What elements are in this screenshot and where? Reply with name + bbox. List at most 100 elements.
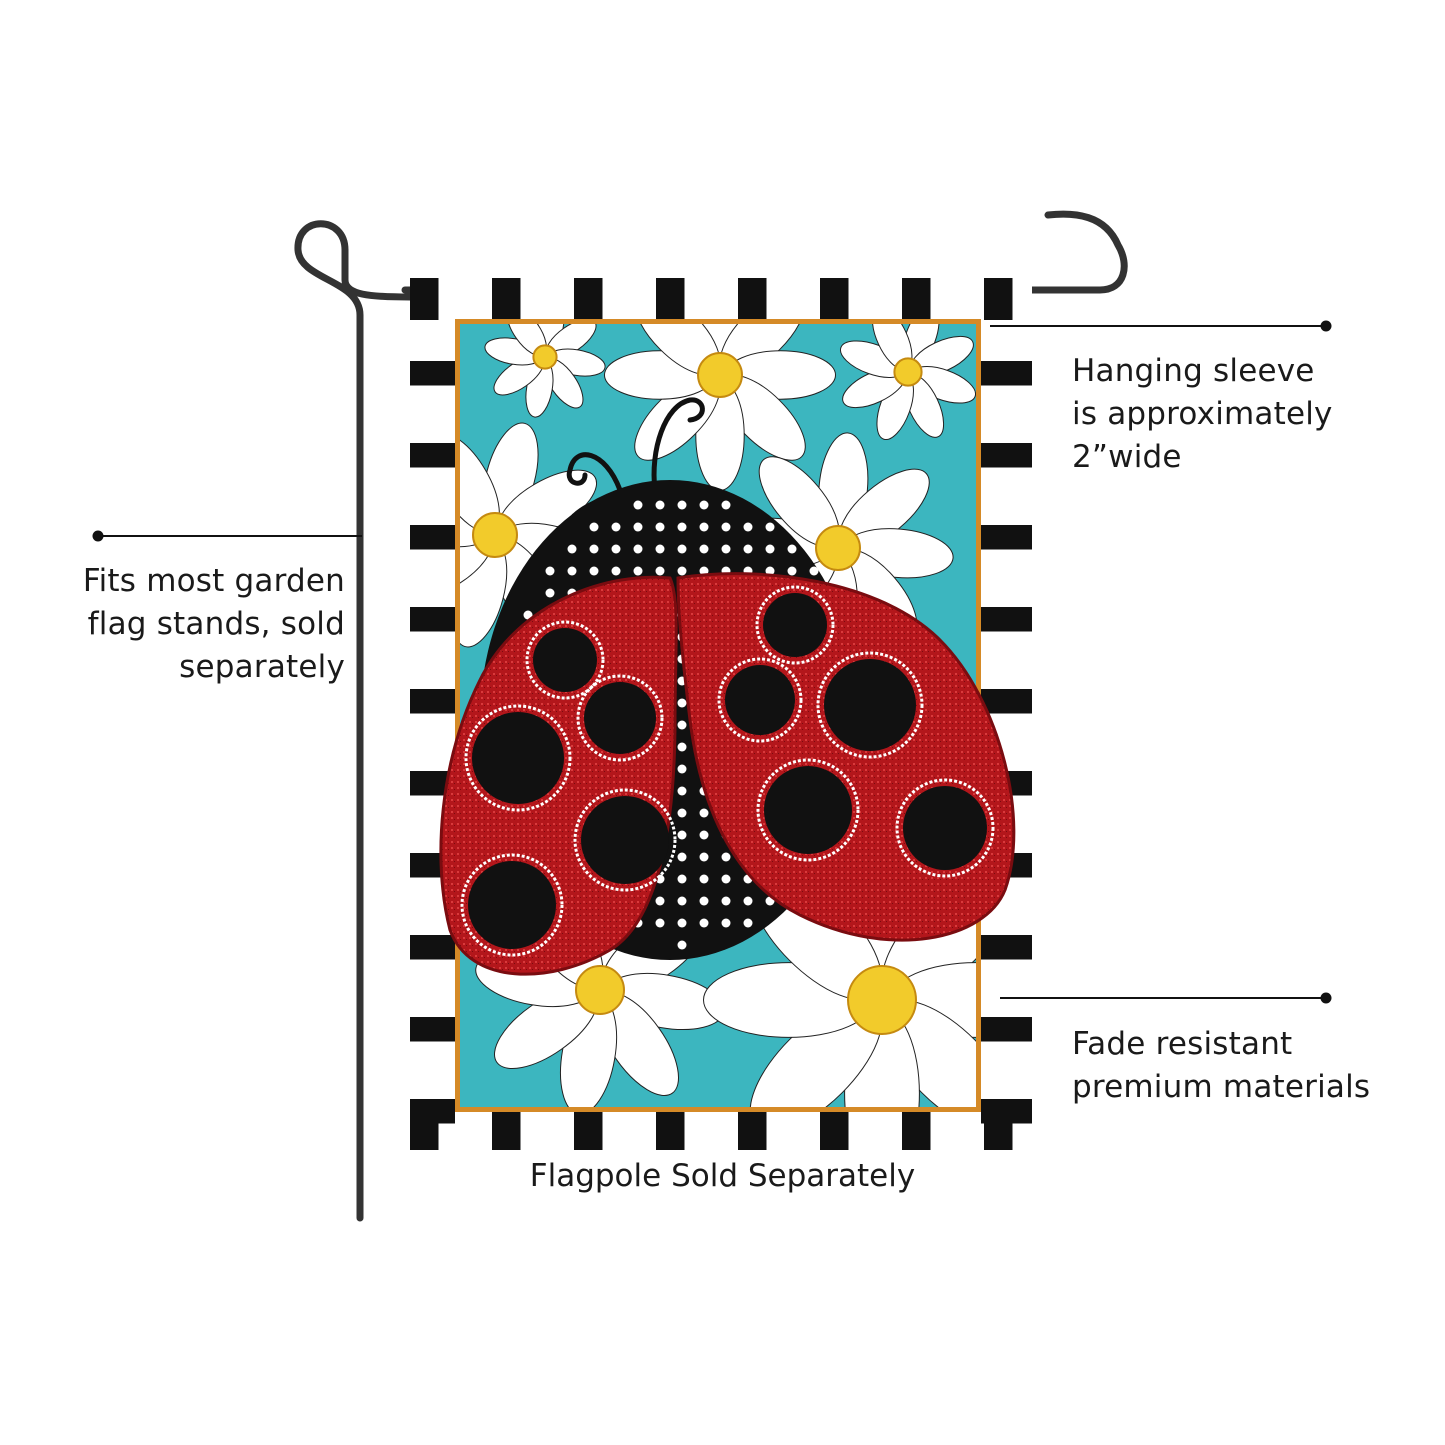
- body-dot: [699, 544, 709, 554]
- border-stripe: [410, 278, 439, 320]
- wing-spot: [764, 766, 852, 854]
- body-dot: [787, 544, 797, 554]
- body-dot: [545, 566, 555, 576]
- body-dot: [765, 566, 775, 576]
- body-dot: [567, 544, 577, 554]
- border-stripe: [738, 1108, 767, 1150]
- border-stripe: [492, 1108, 521, 1150]
- wing-spot-ring: [576, 674, 664, 762]
- wing-spot: [468, 861, 556, 949]
- border-stripe: [981, 525, 1032, 550]
- wing-spot-ring: [756, 758, 860, 862]
- body-dot: [743, 896, 753, 906]
- wing-spot-ring: [464, 704, 572, 812]
- wing-spot: [584, 682, 656, 754]
- border-stripe: [410, 689, 455, 714]
- border-stripe: [410, 607, 455, 632]
- border-stripe: [574, 278, 603, 320]
- body-dot: [787, 566, 797, 576]
- body-dot: [655, 544, 665, 554]
- body-dot: [743, 522, 753, 532]
- body-dot: [699, 896, 709, 906]
- body-dot: [699, 874, 709, 884]
- body-dot: [633, 544, 643, 554]
- sleeve-callout: Hanging sleeve is approximately 2”wide: [1072, 350, 1412, 479]
- body-dot: [721, 896, 731, 906]
- border-stripe: [410, 443, 455, 468]
- fade-dot-marker: [1320, 992, 1332, 1004]
- body-dot: [721, 852, 731, 862]
- body-dot: [765, 544, 775, 554]
- body-dot: [721, 522, 731, 532]
- left-dot-marker: [92, 530, 104, 542]
- wing-spot: [533, 628, 597, 692]
- wing-spot: [824, 659, 916, 751]
- body-dot: [677, 896, 687, 906]
- body-dot: [699, 808, 709, 818]
- body-dot: [721, 544, 731, 554]
- body-dot: [589, 522, 599, 532]
- sleeve-callout-line: is approximately: [1072, 396, 1333, 432]
- flag-body: [410, 278, 1032, 1150]
- wing-spot: [725, 665, 795, 735]
- border-stripe: [410, 525, 455, 550]
- body-dot: [677, 698, 687, 708]
- border-stripe: [656, 1108, 685, 1150]
- border-stripe: [981, 443, 1032, 468]
- body-dot: [699, 522, 709, 532]
- body-dot: [721, 874, 731, 884]
- body-dot: [611, 522, 621, 532]
- border-stripe: [410, 1099, 455, 1124]
- body-dot: [721, 500, 731, 510]
- daisy-icon: [484, 324, 606, 418]
- sleeve-dot-marker: [1320, 320, 1332, 332]
- wing-spot-ring: [895, 778, 995, 878]
- wing-spot-ring: [717, 657, 803, 743]
- body-dot: [677, 522, 687, 532]
- body-dot: [589, 566, 599, 576]
- body-dot: [545, 588, 555, 598]
- body-dot: [589, 544, 599, 554]
- daisy-icon: [839, 324, 976, 441]
- wing-spot: [472, 712, 564, 804]
- wing-spot: [903, 786, 987, 870]
- body-dot: [677, 940, 687, 950]
- callout-lines: [92, 320, 1332, 1004]
- border-stripe: [410, 361, 455, 386]
- border-stripe: [981, 935, 1032, 960]
- body-dot: [633, 566, 643, 576]
- border-stripe: [981, 361, 1032, 386]
- body-dot: [633, 500, 643, 510]
- border-stripe: [902, 278, 931, 320]
- body-dot: [677, 566, 687, 576]
- stand-callout-line: flag stands, sold: [87, 606, 345, 642]
- body-dot: [677, 874, 687, 884]
- body-dot: [677, 544, 687, 554]
- body-dot: [743, 544, 753, 554]
- body-dot: [699, 852, 709, 862]
- body-dot: [677, 918, 687, 928]
- body-dot: [655, 896, 665, 906]
- body-dot: [809, 566, 819, 576]
- footer-note: Flagpole Sold Separately: [529, 1158, 916, 1194]
- body-dot: [721, 918, 731, 928]
- wing-spot: [763, 593, 827, 657]
- wing-spot-ring: [816, 651, 924, 759]
- body-dot: [655, 500, 665, 510]
- garden-flag-stand: [294, 210, 1128, 1222]
- ladybug-icon: [439, 397, 1016, 976]
- border-stripe: [981, 1017, 1032, 1042]
- border-stripe: [902, 1108, 931, 1150]
- border-stripe: [984, 278, 1013, 320]
- fade-callout-line: premium materials: [1072, 1069, 1371, 1105]
- border-stripe: [820, 1108, 849, 1150]
- body-dot: [677, 742, 687, 752]
- body-dot: [655, 918, 665, 928]
- wing-spot-ring: [573, 788, 677, 892]
- wing-spot-ring: [460, 853, 564, 957]
- checkered-border: [410, 278, 1032, 1150]
- border-stripe: [981, 689, 1032, 714]
- border-stripe: [820, 278, 849, 320]
- body-dot: [611, 544, 621, 554]
